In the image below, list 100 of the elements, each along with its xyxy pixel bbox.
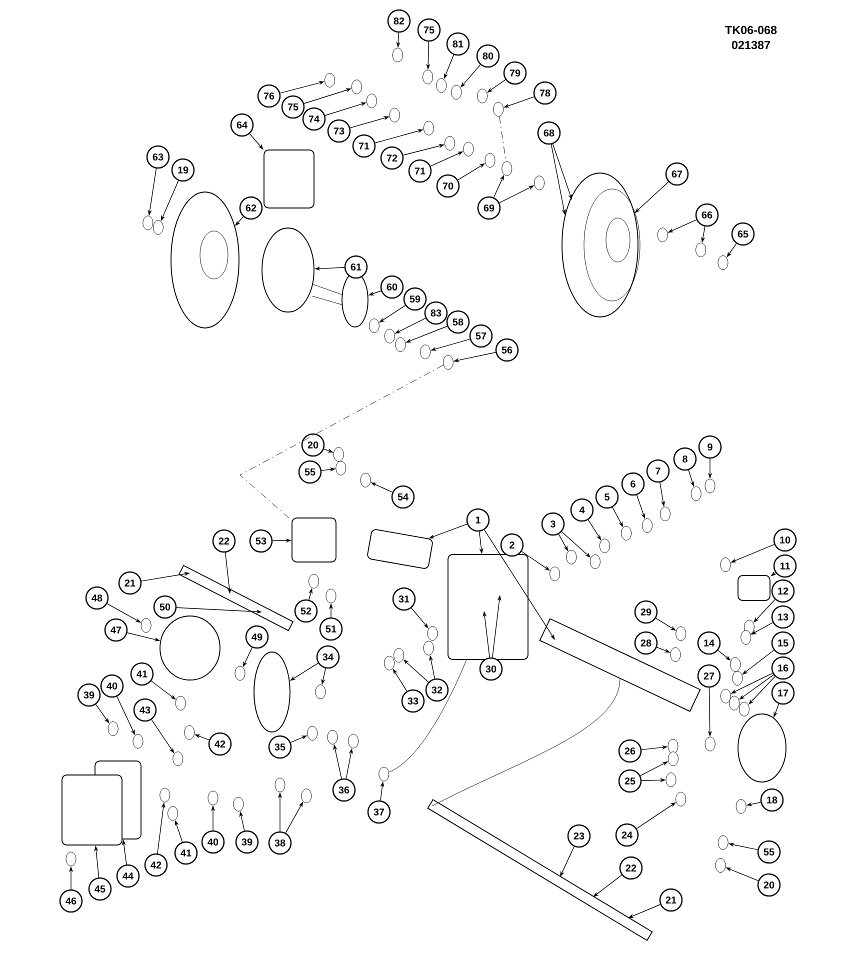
- small-part: [599, 538, 610, 554]
- callout-number: 40: [100, 674, 124, 698]
- callout-number: 28: [634, 631, 658, 655]
- callout-number: 17: [771, 681, 795, 705]
- small-part: [730, 657, 741, 672]
- callout-number: 80: [476, 44, 500, 68]
- callout-number: 18: [760, 788, 784, 812]
- small-part: [704, 478, 716, 494]
- small-part: [451, 85, 462, 100]
- callout-number: 56: [495, 338, 519, 362]
- spindle: [262, 228, 344, 312]
- callout-number: 45: [88, 877, 112, 901]
- small-part: [366, 94, 377, 108]
- callout-number: 75: [281, 95, 305, 119]
- small-part: [336, 460, 346, 476]
- small-part: [307, 726, 318, 741]
- callout-number: 43: [133, 698, 157, 722]
- callout-number: 11: [773, 554, 797, 578]
- callout-number: 66: [695, 203, 719, 227]
- small-part: [736, 799, 746, 814]
- callout-number: 8: [673, 447, 697, 471]
- callout-number: 19: [171, 158, 195, 182]
- small-part: [392, 48, 403, 62]
- callout-number: 55: [298, 460, 322, 484]
- small-part: [333, 447, 344, 462]
- small-part: [566, 550, 577, 564]
- small-part: [738, 702, 750, 716]
- small-part: [718, 835, 728, 850]
- small-part: [493, 102, 504, 117]
- callout-number: 14: [697, 631, 721, 655]
- callout-number: 82: [387, 9, 411, 33]
- callout-number: 29: [634, 600, 658, 624]
- small-part: [423, 120, 434, 136]
- small-part: [729, 696, 740, 710]
- callout-number: 53: [249, 529, 273, 553]
- cover: [62, 774, 122, 846]
- small-part: [550, 566, 560, 582]
- callout-number: 36: [332, 778, 356, 802]
- small-part: [442, 355, 454, 370]
- callout-number: 61: [344, 255, 368, 279]
- small-part: [384, 328, 395, 344]
- callout-number: 64: [230, 113, 254, 137]
- callout-number: 51: [319, 617, 343, 641]
- small-part: [642, 518, 653, 533]
- callout-number: 42: [208, 732, 232, 756]
- callout-number: 12: [771, 579, 795, 603]
- small-part: [660, 506, 670, 522]
- small-part: [720, 688, 731, 704]
- callout-number: 21: [659, 888, 683, 912]
- callout-number: 7: [646, 459, 670, 483]
- callout-number: 52: [294, 599, 318, 623]
- callout-number: 47: [104, 618, 128, 642]
- callout-number: 33: [401, 689, 425, 713]
- small-part: [208, 790, 218, 806]
- ring-gear: [254, 652, 290, 732]
- small-part: [676, 626, 686, 641]
- small-part: [348, 734, 359, 748]
- callout-number: 63: [146, 145, 170, 169]
- small-part: [690, 486, 702, 501]
- small-part: [621, 526, 632, 540]
- callout-number: 83: [424, 301, 448, 325]
- callout-number: 15: [771, 631, 795, 655]
- small-part: [420, 344, 431, 360]
- small-part: [484, 153, 496, 168]
- callout-number: 81: [446, 32, 470, 56]
- small-part: [657, 228, 668, 242]
- small-part: [668, 752, 678, 766]
- callout-number: 42: [144, 853, 168, 877]
- small-part: [477, 88, 488, 104]
- callout-number: 16: [771, 656, 795, 680]
- assembly-line: [388, 660, 467, 772]
- callout-number: 26: [618, 739, 642, 763]
- callout-number: 55: [757, 840, 781, 864]
- small-part: [168, 806, 178, 821]
- differential-case: [160, 616, 220, 680]
- small-part: [184, 725, 195, 740]
- callout-number: 40: [201, 830, 225, 854]
- small-part: [444, 136, 456, 151]
- small-part: [140, 618, 152, 633]
- small-part: [274, 778, 286, 792]
- splash-shield: [170, 192, 240, 328]
- callout-number: 76: [257, 84, 281, 108]
- small-part: [744, 620, 754, 634]
- callout-number: 72: [380, 146, 404, 170]
- callout-number: 20: [301, 433, 325, 457]
- callout-number: 71: [352, 134, 376, 158]
- callout-number: 65: [731, 222, 755, 246]
- callout-number: 27: [697, 664, 721, 688]
- centre-line: [240, 364, 444, 521]
- callout-number: 37: [367, 800, 391, 824]
- small-part: [301, 788, 312, 804]
- small-part: [696, 242, 706, 258]
- small-part: [668, 738, 678, 754]
- knuckle: [292, 518, 336, 562]
- callout-number: 34: [316, 645, 340, 669]
- small-part: [326, 588, 336, 604]
- small-part: [718, 255, 728, 270]
- callout-number: 41: [174, 841, 198, 865]
- small-part: [234, 666, 246, 681]
- callout-number: 46: [59, 889, 83, 913]
